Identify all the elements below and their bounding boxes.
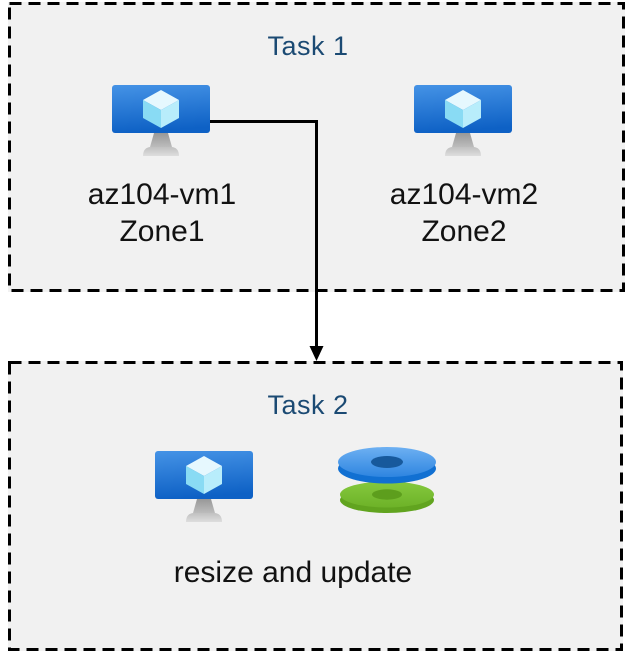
managed-disks-icon <box>338 447 436 513</box>
virtual-machine-icon <box>414 85 512 156</box>
resize-update-caption: resize and update <box>173 556 413 589</box>
task2-box: Task 2 resize and update <box>8 361 623 651</box>
vm2-label: az104-vm2 Zone2 <box>314 176 614 250</box>
vm1-zone: Zone1 <box>119 215 205 248</box>
task1-title: Task 1 <box>267 31 349 61</box>
vm1-label: az104-vm1 Zone1 <box>12 176 312 250</box>
vm2-zone: Zone2 <box>421 215 507 248</box>
virtual-machine-icon <box>155 451 253 522</box>
task1-box: Task 1 az104-vm1 Zone1 az104-vm2 Zone2 <box>8 2 625 292</box>
task2-dashed-border <box>8 361 623 651</box>
vm2-name: az104-vm2 <box>389 178 539 211</box>
vm1-name: az104-vm1 <box>87 178 237 211</box>
task2-title: Task 2 <box>267 390 349 420</box>
virtual-machine-icon <box>112 85 210 156</box>
